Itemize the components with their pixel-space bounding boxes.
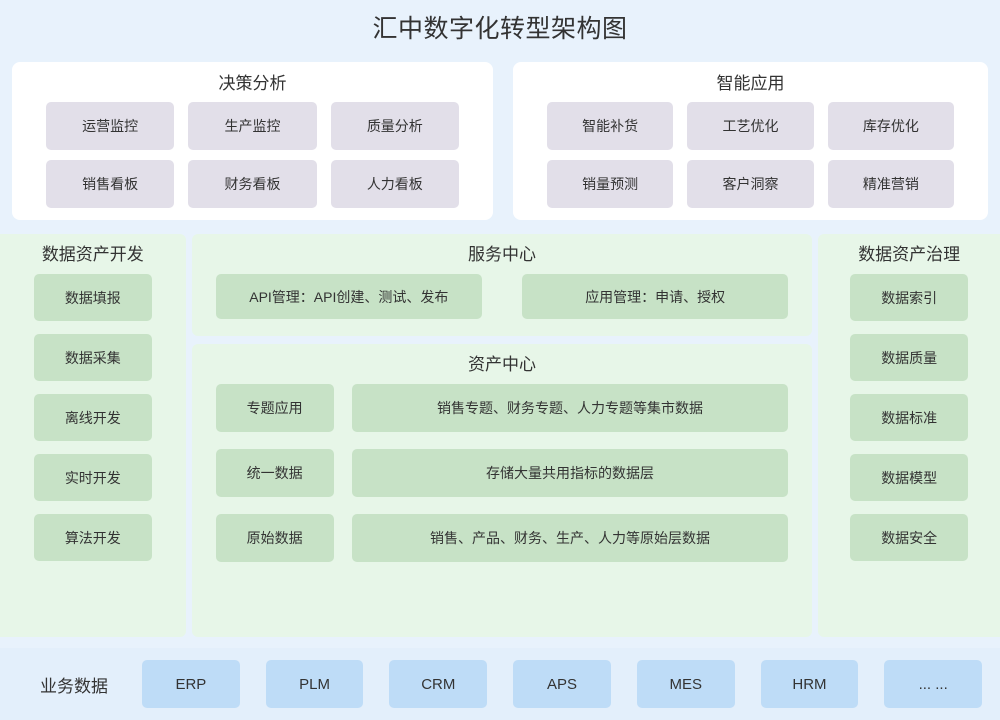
card-operation-monitoring[interactable]: 运营监控 xyxy=(46,102,175,150)
card-hr-dashboard[interactable]: 人力看板 xyxy=(330,160,459,208)
card-inventory-optimization[interactable]: 库存优化 xyxy=(827,102,954,150)
card-mes[interactable]: MES xyxy=(636,660,735,708)
card-quality-analysis[interactable]: 质量分析 xyxy=(330,102,459,150)
panel-title-data-asset-development: 数据资产开发 xyxy=(41,245,144,264)
panel-data-asset-governance: 数据资产治理 数据索引 数据质量 数据标准 数据模型 数据安全 xyxy=(818,234,1000,637)
card-data-standard[interactable]: 数据标准 xyxy=(850,394,969,441)
card-raw-data-label[interactable]: 原始数据 xyxy=(215,514,334,562)
card-hrm[interactable]: HRM xyxy=(760,660,859,708)
card-grid-intelligent-applications: 智能补货 工艺优化 库存优化 销量预测 客户洞察 精准营销 xyxy=(523,102,978,208)
page-title: 汇中数字化转型架构图 xyxy=(372,15,628,43)
card-api-management[interactable]: API管理：API创建、测试、发布 xyxy=(215,274,482,319)
card-sales-dashboard[interactable]: 销售看板 xyxy=(46,160,175,208)
card-thematic-application-description[interactable]: 销售专题、财务专题、人力专题等集市数据 xyxy=(351,384,789,432)
panel-title-intelligent-applications: 智能应用 xyxy=(716,74,785,93)
card-list-data-asset-development: 数据填报 数据采集 离线开发 实时开发 算法开发 xyxy=(0,274,186,561)
middle-layer: 数据资产开发 数据填报 数据采集 离线开发 实时开发 算法开发 服务中心 API… xyxy=(0,234,1000,637)
card-data-collection[interactable]: 数据采集 xyxy=(33,334,152,381)
top-layer: 决策分析 运营监控 生产监控 质量分析 销售看板 财务看板 人力看板 智能应用 … xyxy=(12,62,988,220)
card-data-filling[interactable]: 数据填报 xyxy=(33,274,152,321)
card-smart-replenishment[interactable]: 智能补货 xyxy=(547,102,674,150)
card-grid-decision-analysis: 运营监控 生产监控 质量分析 销售看板 财务看板 人力看板 xyxy=(22,102,483,208)
panel-service-center: 服务中心 API管理：API创建、测试、发布 应用管理：申请、授权 xyxy=(191,234,813,336)
card-aps[interactable]: APS xyxy=(513,660,611,708)
card-sales-forecast[interactable]: 销量预测 xyxy=(547,160,674,208)
panel-title-data-asset-governance: 数据资产治理 xyxy=(858,245,961,264)
card-application-management[interactable]: 应用管理：申请、授权 xyxy=(522,274,789,319)
card-thematic-application-label[interactable]: 专题应用 xyxy=(215,384,334,432)
panel-decision-analysis: 决策分析 运营监控 生产监控 质量分析 销售看板 财务看板 人力看板 xyxy=(12,62,493,220)
card-list-data-asset-governance: 数据索引 数据质量 数据标准 数据模型 数据安全 xyxy=(818,274,1000,561)
bottom-layer-label: 业务数据 xyxy=(40,676,108,696)
row-list-asset-center: 专题应用 销售专题、财务专题、人力专题等集市数据 统一数据 存储大量共用指标的数… xyxy=(204,384,801,562)
card-crm[interactable]: CRM xyxy=(389,660,488,708)
card-more[interactable]: ... ... xyxy=(884,660,983,708)
asset-row-raw: 原始数据 销售、产品、财务、生产、人力等原始层数据 xyxy=(215,514,789,562)
panel-intelligent-applications: 智能应用 智能补货 工艺优化 库存优化 销量预测 客户洞察 精准营销 xyxy=(513,62,988,220)
asset-row-thematic: 专题应用 销售专题、财务专题、人力专题等集市数据 xyxy=(215,384,789,432)
asset-row-unified: 统一数据 存储大量共用指标的数据层 xyxy=(215,449,789,497)
card-data-model[interactable]: 数据模型 xyxy=(850,454,969,501)
card-production-monitoring[interactable]: 生产监控 xyxy=(188,102,317,150)
card-realtime-development[interactable]: 实时开发 xyxy=(33,454,152,501)
panel-title-service-center: 服务中心 xyxy=(468,245,536,264)
card-list-service-center: API管理：API创建、测试、发布 应用管理：申请、授权 xyxy=(204,274,801,319)
panel-title-asset-center: 资产中心 xyxy=(468,355,536,374)
card-plm[interactable]: PLM xyxy=(265,660,364,708)
card-data-index[interactable]: 数据索引 xyxy=(850,274,969,321)
card-process-optimization[interactable]: 工艺优化 xyxy=(687,102,814,150)
middle-center-stack: 服务中心 API管理：API创建、测试、发布 应用管理：申请、授权 资产中心 专… xyxy=(191,234,813,637)
card-offline-development[interactable]: 离线开发 xyxy=(33,394,152,441)
card-finance-dashboard[interactable]: 财务看板 xyxy=(188,160,317,208)
panel-asset-center: 资产中心 专题应用 销售专题、财务专题、人力专题等集市数据 统一数据 存储大量共… xyxy=(191,344,813,637)
panel-title-decision-analysis: 决策分析 xyxy=(218,74,287,93)
card-precision-marketing[interactable]: 精准营销 xyxy=(827,160,954,208)
card-algorithm-development[interactable]: 算法开发 xyxy=(33,514,152,561)
panel-data-asset-development: 数据资产开发 数据填报 数据采集 离线开发 实时开发 算法开发 xyxy=(0,234,186,637)
bottom-layer-business-data: 业务数据 ERP PLM CRM APS MES HRM ... ... xyxy=(0,648,1000,720)
card-erp[interactable]: ERP xyxy=(142,660,240,708)
card-data-quality[interactable]: 数据质量 xyxy=(850,334,969,381)
card-unified-data-label[interactable]: 统一数据 xyxy=(215,449,334,497)
card-data-security[interactable]: 数据安全 xyxy=(850,514,969,561)
card-raw-data-description[interactable]: 销售、产品、财务、生产、人力等原始层数据 xyxy=(351,514,789,562)
card-customer-insight[interactable]: 客户洞察 xyxy=(687,160,814,208)
card-unified-data-description[interactable]: 存储大量共用指标的数据层 xyxy=(351,449,789,497)
business-system-list: ERP PLM CRM APS MES HRM ... ... xyxy=(142,660,983,708)
